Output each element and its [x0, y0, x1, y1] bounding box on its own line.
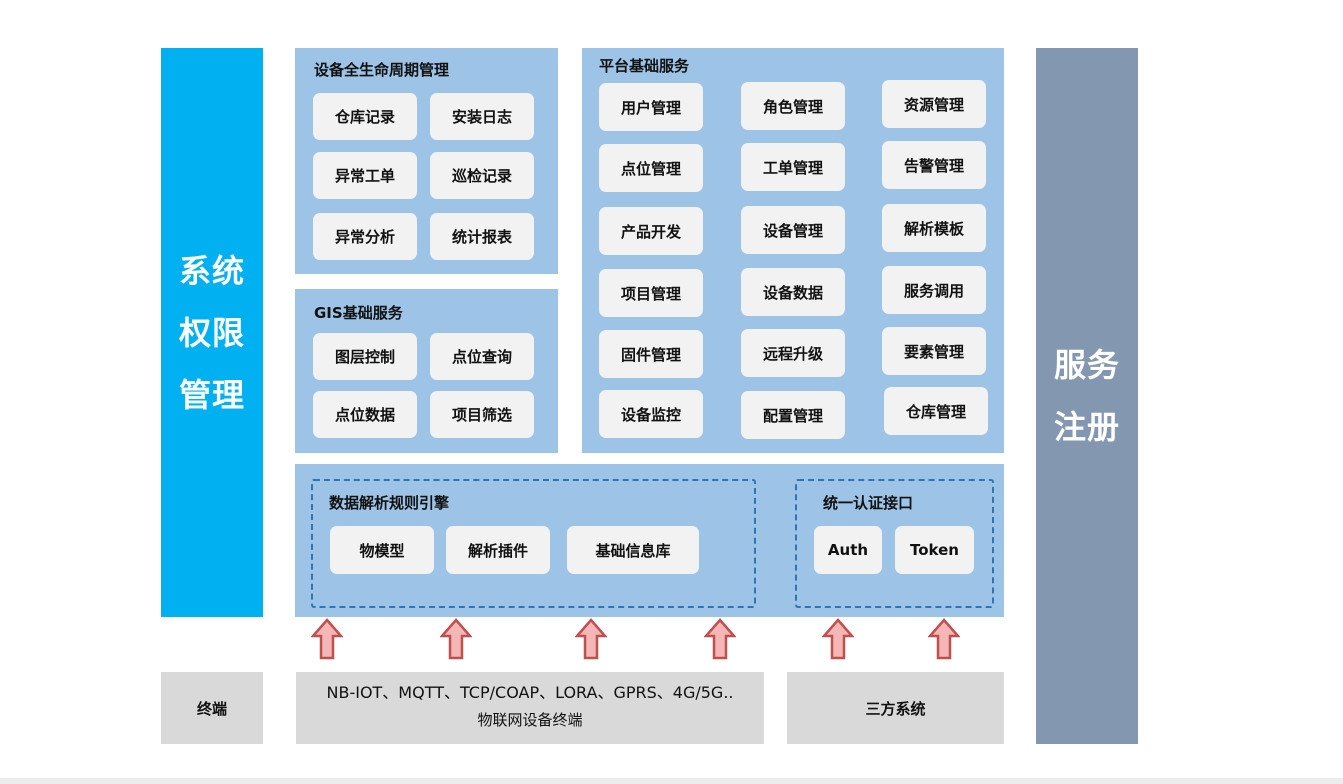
platform-item[interactable]: 资源管理 [882, 80, 986, 128]
up-arrow-icon [704, 618, 736, 660]
rules-engine-item[interactable]: 基础信息库 [567, 526, 699, 574]
lifecycle-item[interactable]: 异常工单 [313, 152, 417, 199]
left-bar-line-3: 管理 [178, 375, 245, 414]
bottom-divider [0, 778, 1343, 784]
rules-engine-group [311, 479, 756, 608]
up-arrow-icon [928, 618, 960, 660]
left-bar-line-1: 系统 [178, 251, 245, 290]
gis-item[interactable]: 图层控制 [313, 333, 417, 380]
platform-item[interactable]: 项目管理 [599, 269, 703, 317]
auth-group [795, 479, 994, 608]
rules-engine-item[interactable]: 物模型 [330, 526, 434, 574]
auth-title: 统一认证接口 [823, 494, 914, 512]
engine-panel: 数据解析规则引擎 物模型 解析插件 基础信息库 统一认证接口 Auth Toke… [295, 464, 1004, 617]
platform-title: 平台基础服务 [599, 57, 690, 75]
lifecycle-item[interactable]: 统计报表 [430, 213, 534, 260]
terminal-label: 终端 [196, 699, 227, 718]
platform-item[interactable]: 远程升级 [741, 329, 845, 377]
lifecycle-item[interactable]: 异常分析 [313, 213, 417, 260]
platform-item[interactable]: 设备监控 [599, 390, 703, 438]
system-permission-bar: 系统 权限 管理 [161, 48, 263, 617]
platform-item[interactable]: 设备管理 [741, 206, 845, 254]
rules-engine-title: 数据解析规则引擎 [329, 494, 450, 512]
device-terminal-label: 物联网设备终端 [477, 711, 583, 729]
platform-item[interactable]: 固件管理 [599, 330, 703, 378]
platform-item[interactable]: 仓库管理 [884, 387, 988, 435]
protocols-box: NB-IOT、MQTT、TCP/COAP、LORA、GPRS、4G/5G.. 物… [296, 672, 764, 744]
right-bar-line-2: 注册 [1053, 408, 1120, 446]
lifecycle-item[interactable]: 巡检记录 [430, 152, 534, 199]
rules-engine-item[interactable]: 解析插件 [446, 526, 550, 574]
third-party-box: 三方系统 [787, 672, 1004, 744]
service-registry-bar: 服务 注册 [1036, 48, 1138, 744]
platform-item[interactable]: 告警管理 [882, 141, 986, 189]
platform-item[interactable]: 服务调用 [882, 266, 986, 314]
gis-item[interactable]: 点位数据 [313, 391, 417, 438]
lifecycle-title: 设备全生命周期管理 [314, 61, 450, 79]
platform-item[interactable]: 角色管理 [741, 82, 845, 130]
platform-item[interactable]: 设备数据 [741, 268, 845, 316]
gis-title: GIS基础服务 [314, 304, 403, 322]
gis-item[interactable]: 项目筛选 [430, 391, 534, 438]
platform-item[interactable]: 配置管理 [741, 391, 845, 439]
up-arrow-icon [575, 618, 607, 660]
gis-item[interactable]: 点位查询 [430, 333, 534, 380]
gis-panel: GIS基础服务 图层控制 点位查询 点位数据 项目筛选 [295, 289, 558, 453]
up-arrow-icon [822, 618, 854, 660]
platform-item[interactable]: 解析模板 [882, 204, 986, 252]
terminal-box: 终端 [161, 672, 263, 744]
lifecycle-item[interactable]: 仓库记录 [313, 93, 417, 140]
auth-item[interactable]: Auth [814, 526, 882, 574]
platform-item[interactable]: 点位管理 [599, 144, 703, 192]
up-arrow-icon [440, 618, 472, 660]
protocols-line: NB-IOT、MQTT、TCP/COAP、LORA、GPRS、4G/5G.. [326, 683, 734, 702]
lifecycle-panel: 设备全生命周期管理 仓库记录 安装日志 异常工单 巡检记录 异常分析 统计报表 [295, 48, 558, 274]
platform-item[interactable]: 用户管理 [599, 83, 703, 131]
auth-item[interactable]: Token [895, 526, 974, 574]
platform-panel: 平台基础服务 用户管理 点位管理 产品开发 项目管理 固件管理 设备监控 角色管… [582, 48, 1004, 453]
platform-item[interactable]: 工单管理 [741, 143, 845, 191]
third-party-label: 三方系统 [865, 699, 926, 718]
left-bar-line-2: 权限 [178, 313, 245, 352]
lifecycle-item[interactable]: 安装日志 [430, 93, 534, 140]
right-bar-line-1: 服务 [1053, 346, 1120, 384]
platform-item[interactable]: 要素管理 [882, 327, 986, 375]
platform-item[interactable]: 产品开发 [599, 207, 703, 255]
up-arrow-icon [311, 618, 343, 660]
